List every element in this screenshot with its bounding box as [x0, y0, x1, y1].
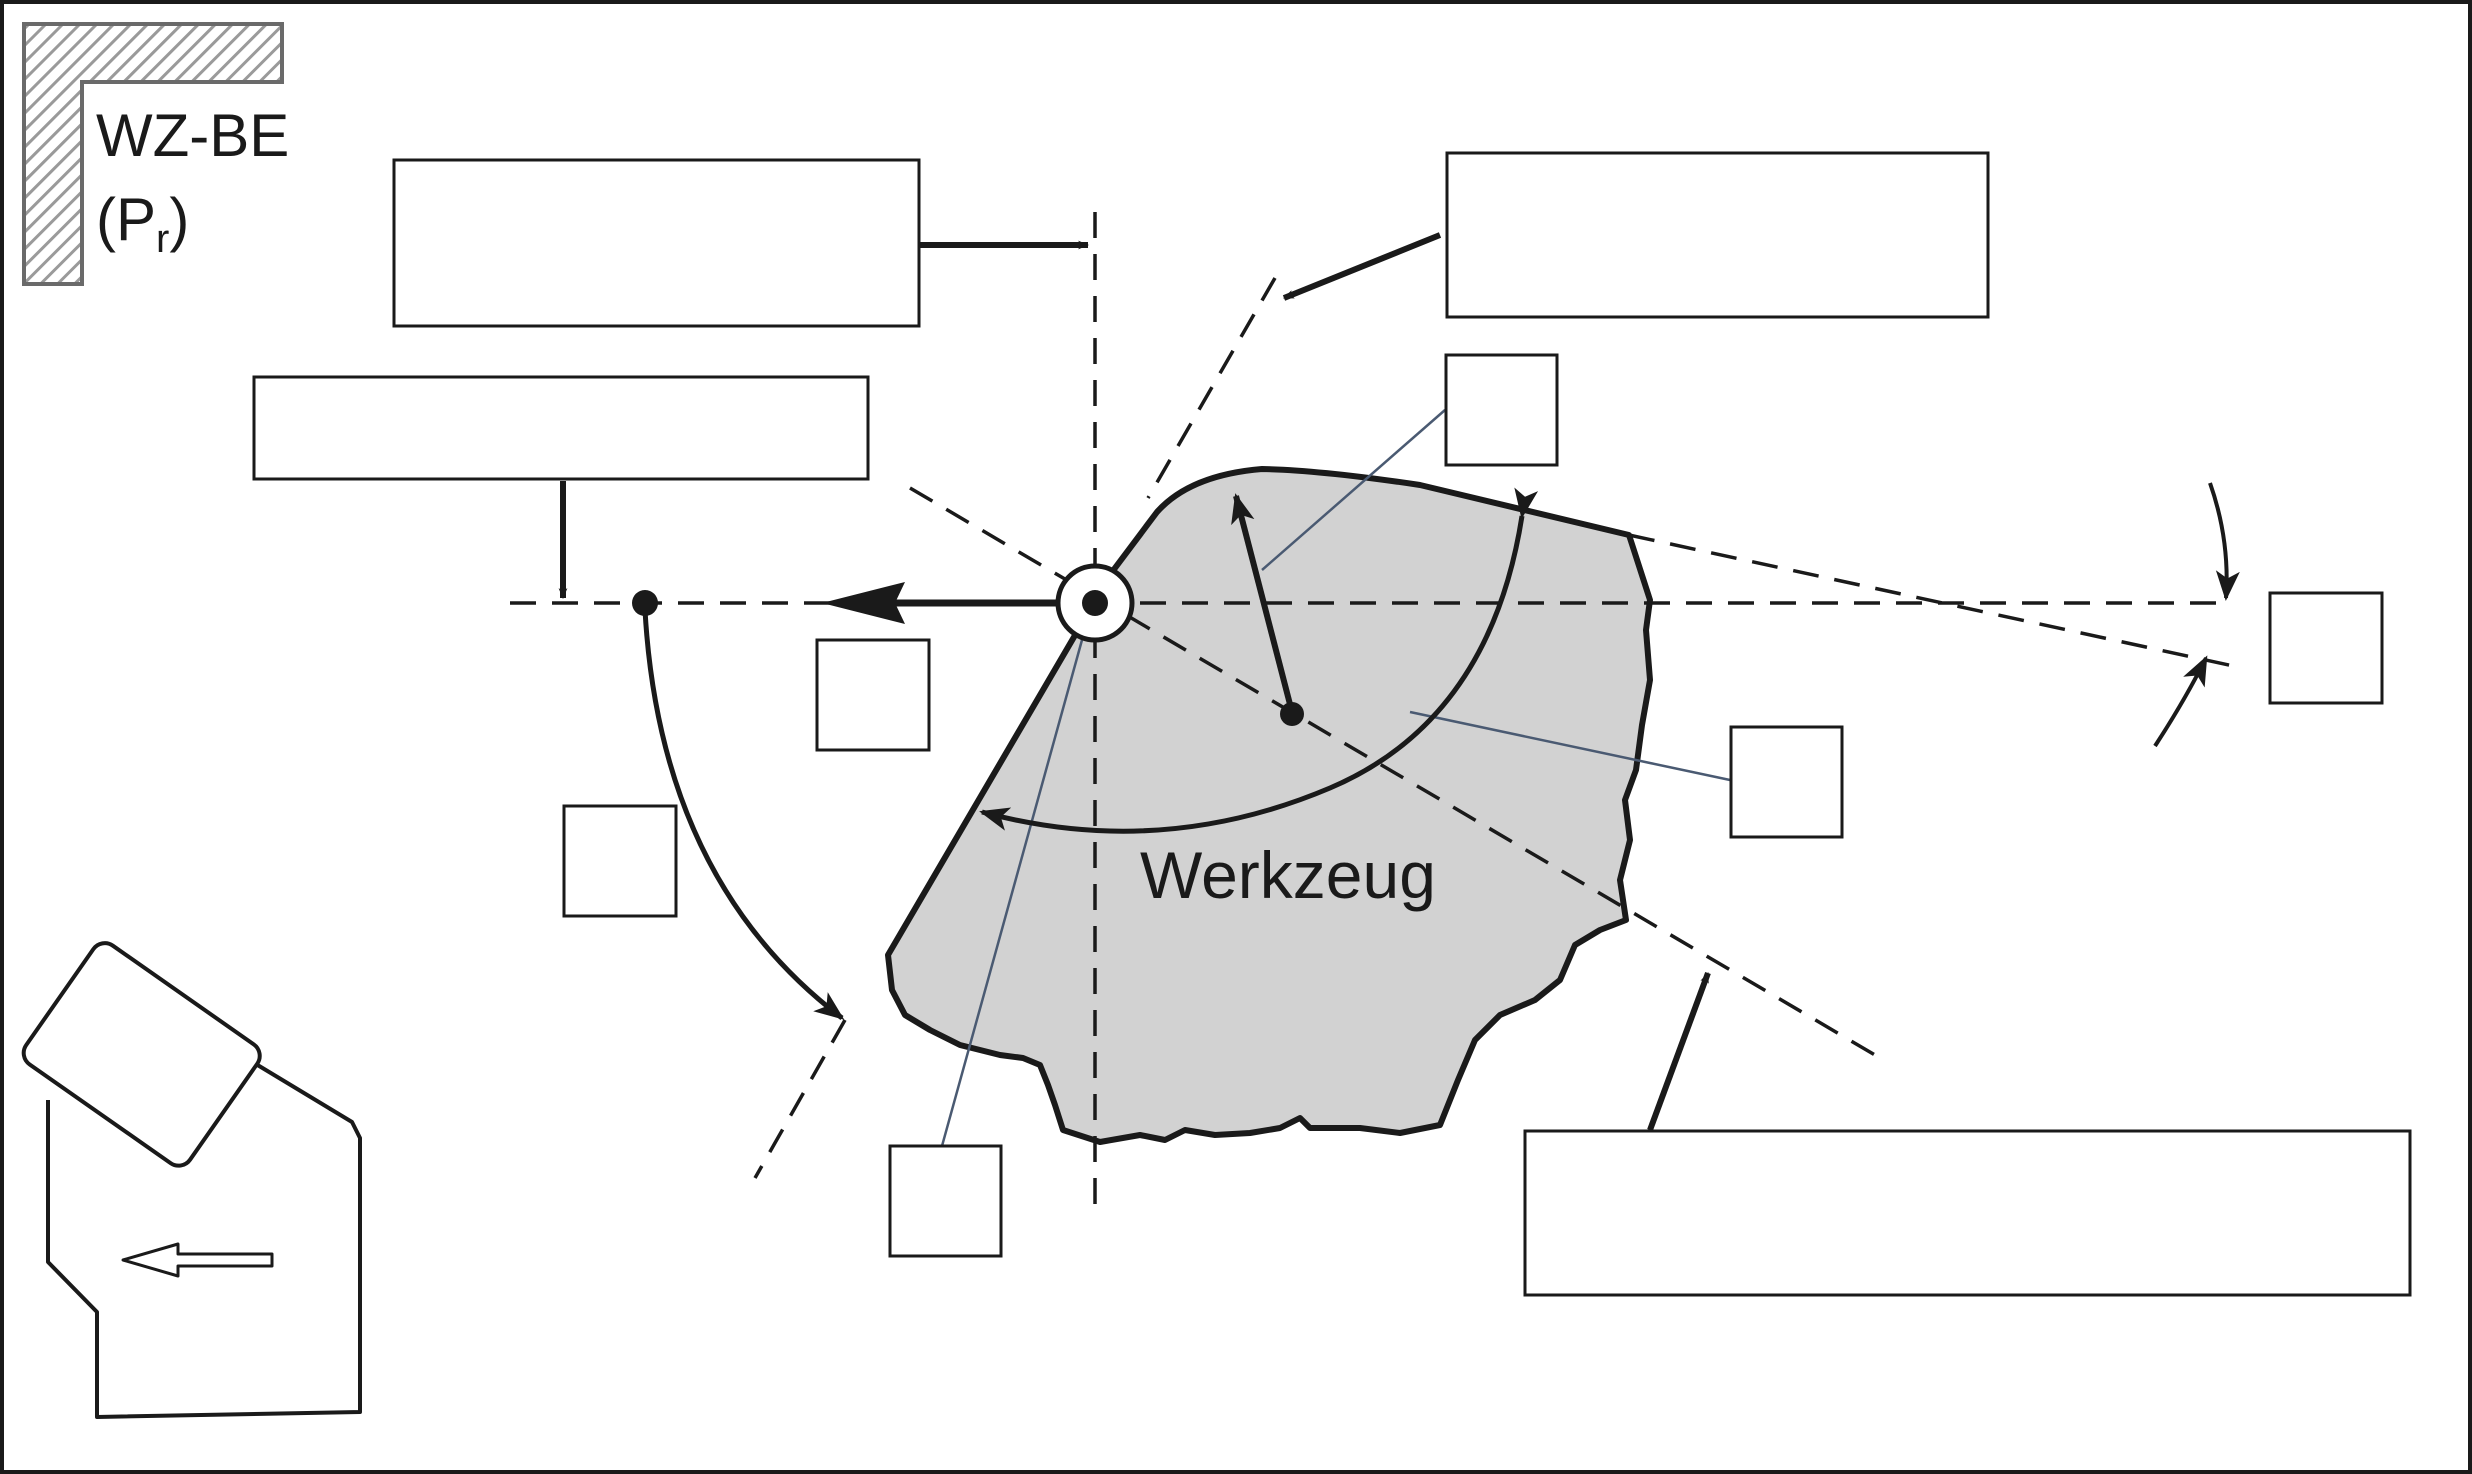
tool-in-holder-icon [21, 941, 362, 1419]
small-box-minor-angle [2268, 591, 2384, 705]
small-box-rake-point [1444, 353, 1559, 467]
plane-label-line1: WZ-BE [96, 102, 289, 169]
major-edge-extension-line-upper [1146, 277, 1277, 499]
cutting-point-icon [1055, 563, 1135, 643]
major-edge-extension-line-lower [753, 1019, 847, 1179]
small-box-setting-angle [562, 804, 678, 918]
small-box-major-edge [1729, 725, 1844, 839]
tool-label: Werkzeug [1140, 838, 1436, 912]
minor-angle-arcs [2153, 482, 2240, 748]
feed-direction-arrow-icon [121, 1242, 274, 1278]
plane-label-line2: (Pr) [96, 186, 189, 261]
feed-direction-arrow [822, 582, 1058, 624]
label-arrows [558, 232, 1711, 1132]
setting-angle-arc [632, 590, 845, 1020]
label-boxes [252, 151, 2412, 1297]
box-top-left [392, 158, 921, 328]
box-mid-left [252, 375, 870, 481]
box-bottom-right [1523, 1129, 2412, 1297]
box-top-right [1445, 151, 1990, 319]
hatched-reference-plane-icon [22, 22, 284, 286]
tool-body [885, 466, 1653, 1145]
minor-edge-extension-line [1628, 533, 2239, 669]
small-box-feed [815, 638, 931, 752]
included-angle-arc [979, 487, 1539, 834]
small-box-minor-edge [888, 1144, 1003, 1258]
